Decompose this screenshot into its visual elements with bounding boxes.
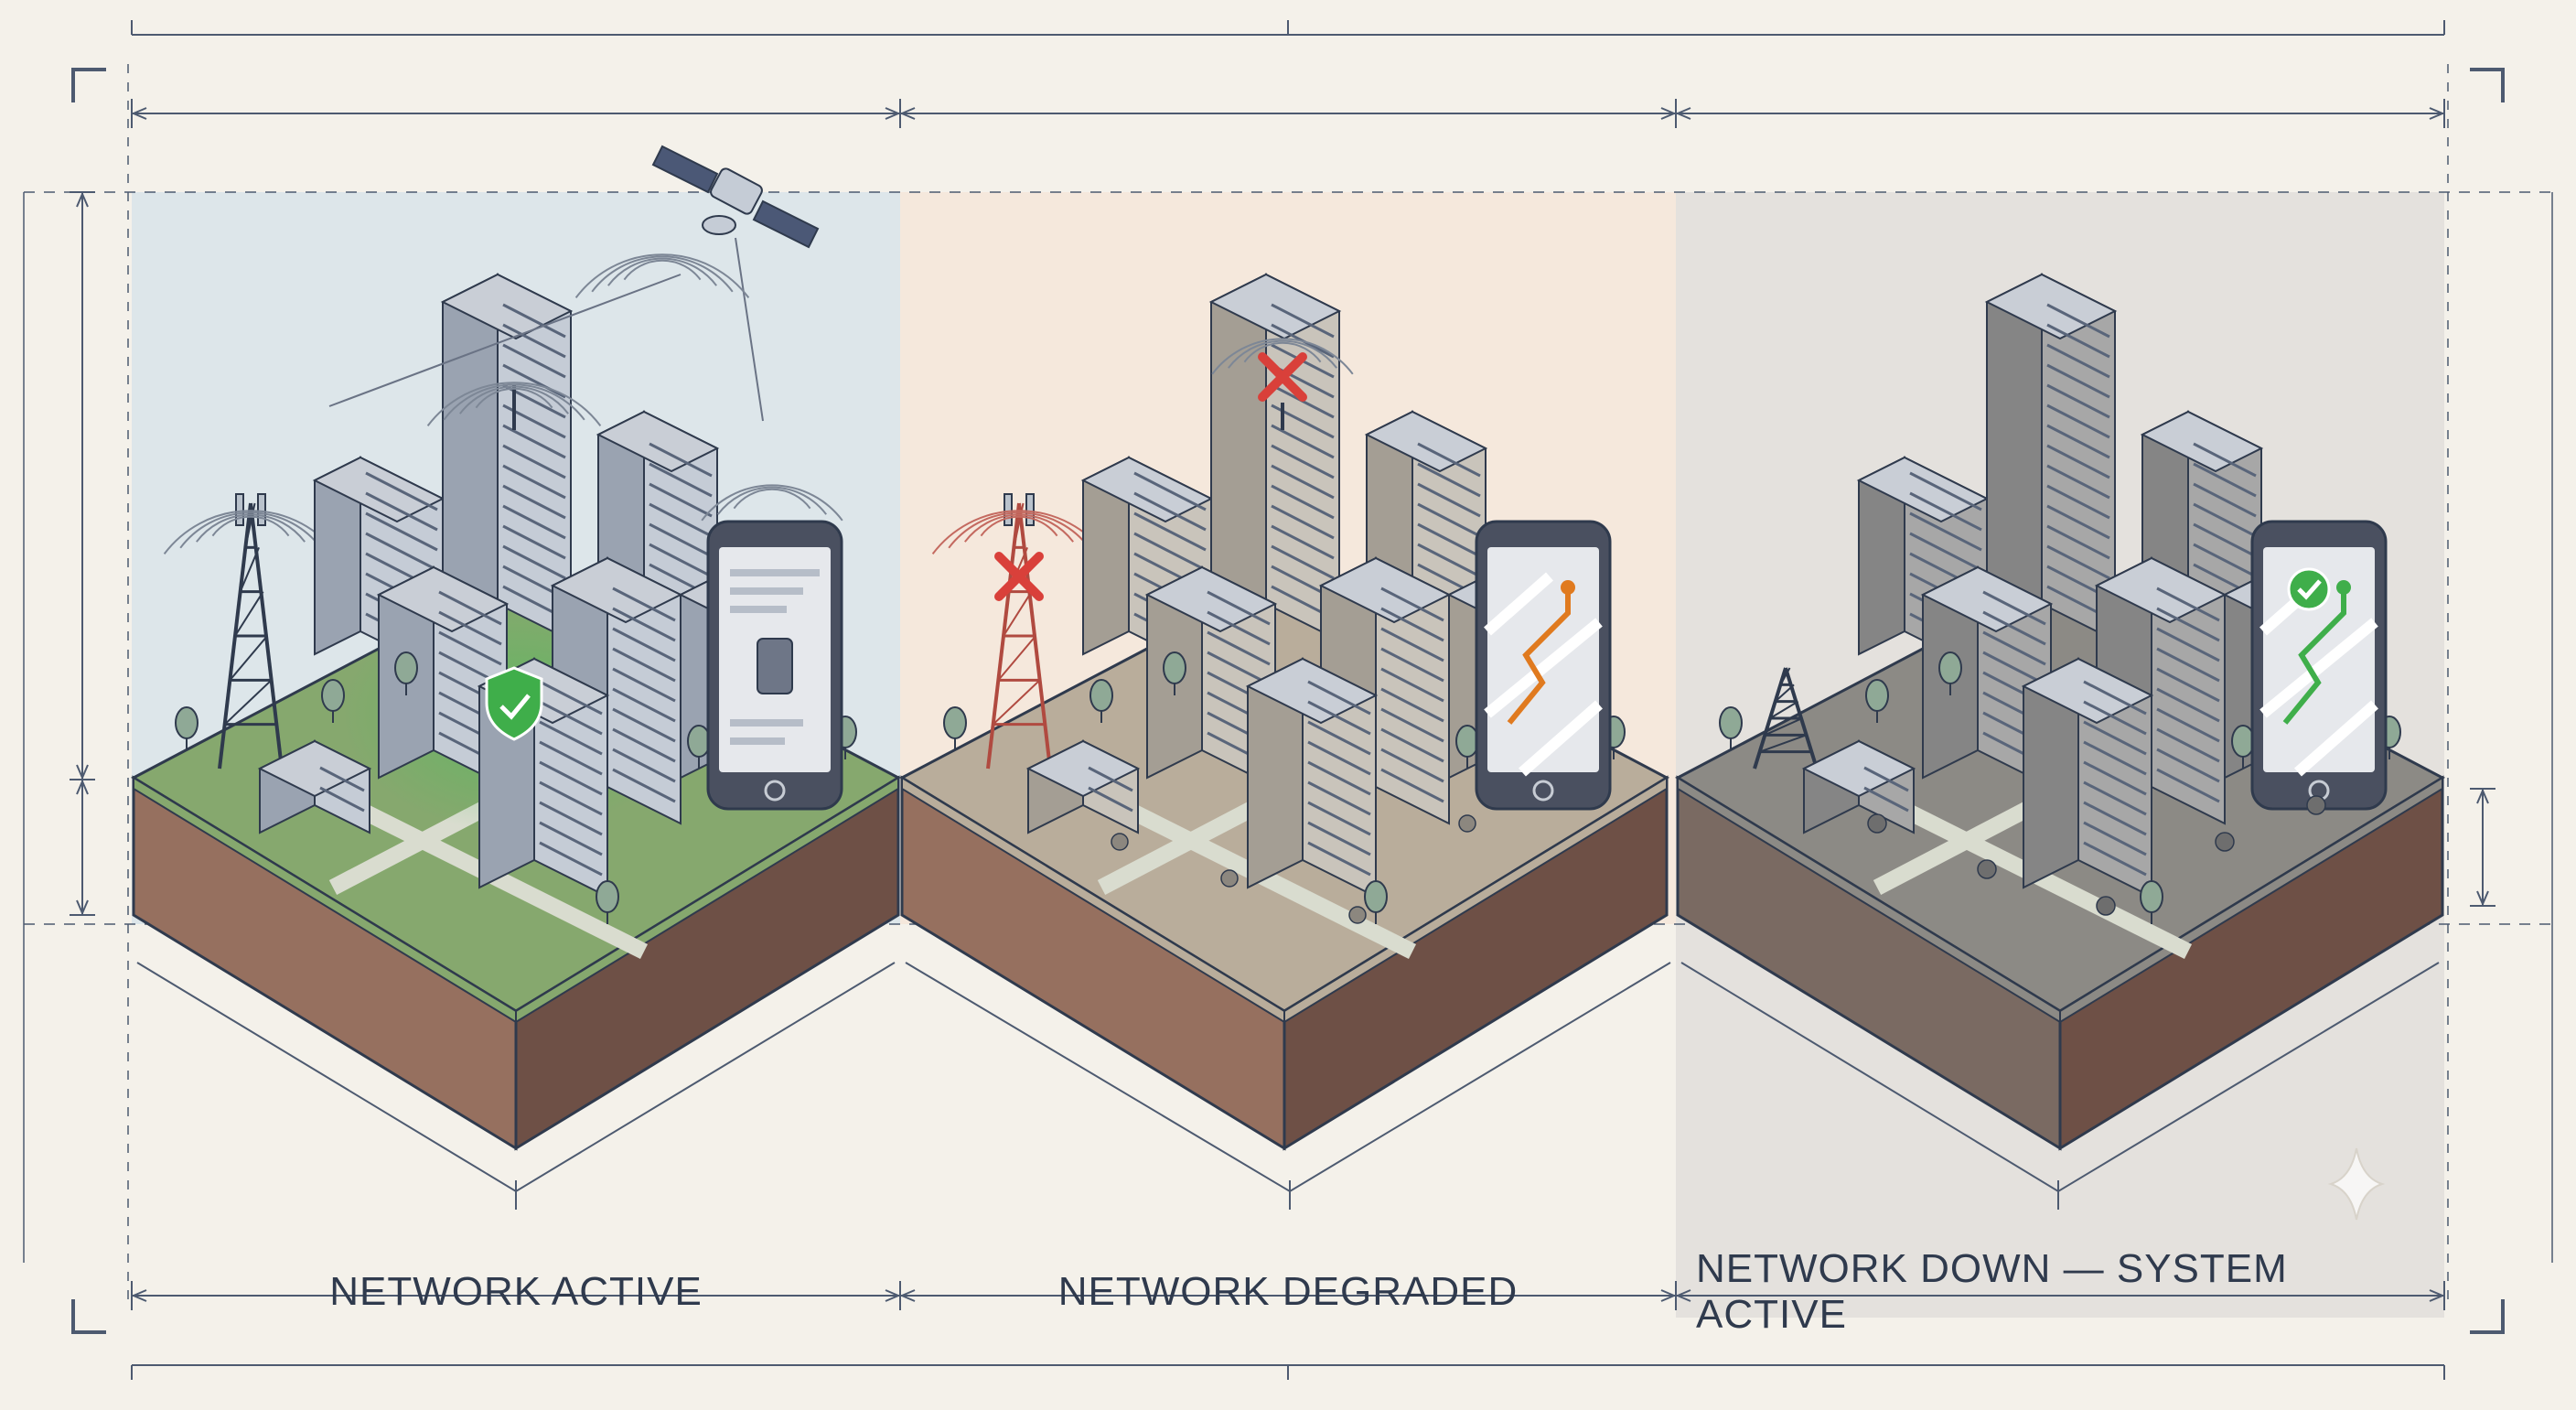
tree — [943, 706, 967, 750]
signal-waves — [701, 484, 843, 522]
debris — [1220, 869, 1239, 888]
building — [1025, 739, 1141, 834]
smartphone-icon — [706, 520, 843, 811]
building — [1208, 273, 1342, 642]
corner-brackets — [71, 68, 2505, 1334]
debris — [1111, 833, 1129, 851]
tree — [1938, 651, 1962, 695]
satellite-icon — [651, 145, 820, 249]
sparkle-icon — [2327, 1147, 2386, 1221]
isometric-dimension-lines — [136, 962, 2440, 1210]
signal-waves — [426, 382, 602, 427]
cell-tower-icon — [1753, 667, 1819, 770]
building — [2021, 657, 2154, 899]
height-dimension-left — [70, 191, 95, 916]
top-dimension-line — [131, 99, 2445, 128]
panel-3-scene — [1719, 273, 2401, 924]
panel-1-scene — [163, 145, 857, 924]
signal-waves — [1211, 338, 1354, 375]
debris — [1867, 813, 1887, 834]
tree — [1163, 651, 1186, 695]
route-icon — [1507, 591, 1571, 725]
tree — [321, 679, 345, 723]
tree — [1089, 679, 1113, 723]
building — [1856, 456, 1990, 674]
building — [1984, 273, 2118, 642]
tree — [1364, 880, 1388, 924]
label-dimension-line — [131, 1281, 2445, 1310]
x-mark-icon — [1258, 352, 1307, 402]
building — [440, 273, 574, 642]
tree — [2140, 880, 2163, 924]
panel-2-scene — [931, 273, 1626, 924]
satellite-link — [328, 274, 682, 407]
building — [1801, 739, 1916, 834]
building — [257, 739, 372, 834]
route-icon — [2282, 591, 2346, 725]
building — [1245, 657, 1379, 899]
height-dimension-right — [2470, 788, 2496, 907]
check-icon — [2287, 567, 2331, 611]
satellite-link — [735, 237, 764, 422]
debris — [1458, 814, 1476, 833]
tree — [1865, 679, 1889, 723]
smartphone-icon — [2250, 520, 2388, 811]
shield-check-icon — [485, 666, 543, 741]
building — [1920, 565, 2054, 789]
debris — [2215, 832, 2235, 852]
tree — [175, 706, 199, 750]
smartphone-icon — [1475, 520, 1612, 811]
cell-tower-icon — [218, 493, 284, 770]
tree — [1719, 706, 1743, 750]
frame-lines — [23, 20, 2553, 1380]
tree — [2231, 725, 2255, 769]
x-mark-icon — [994, 552, 1044, 601]
debris — [1348, 906, 1367, 924]
tree — [394, 651, 418, 695]
building — [376, 565, 510, 789]
debris — [2096, 896, 2116, 916]
scene-details — [163, 145, 2401, 924]
tree — [596, 880, 619, 924]
debris — [2306, 795, 2326, 815]
signal-waves — [574, 253, 750, 299]
debris — [1977, 859, 1997, 879]
